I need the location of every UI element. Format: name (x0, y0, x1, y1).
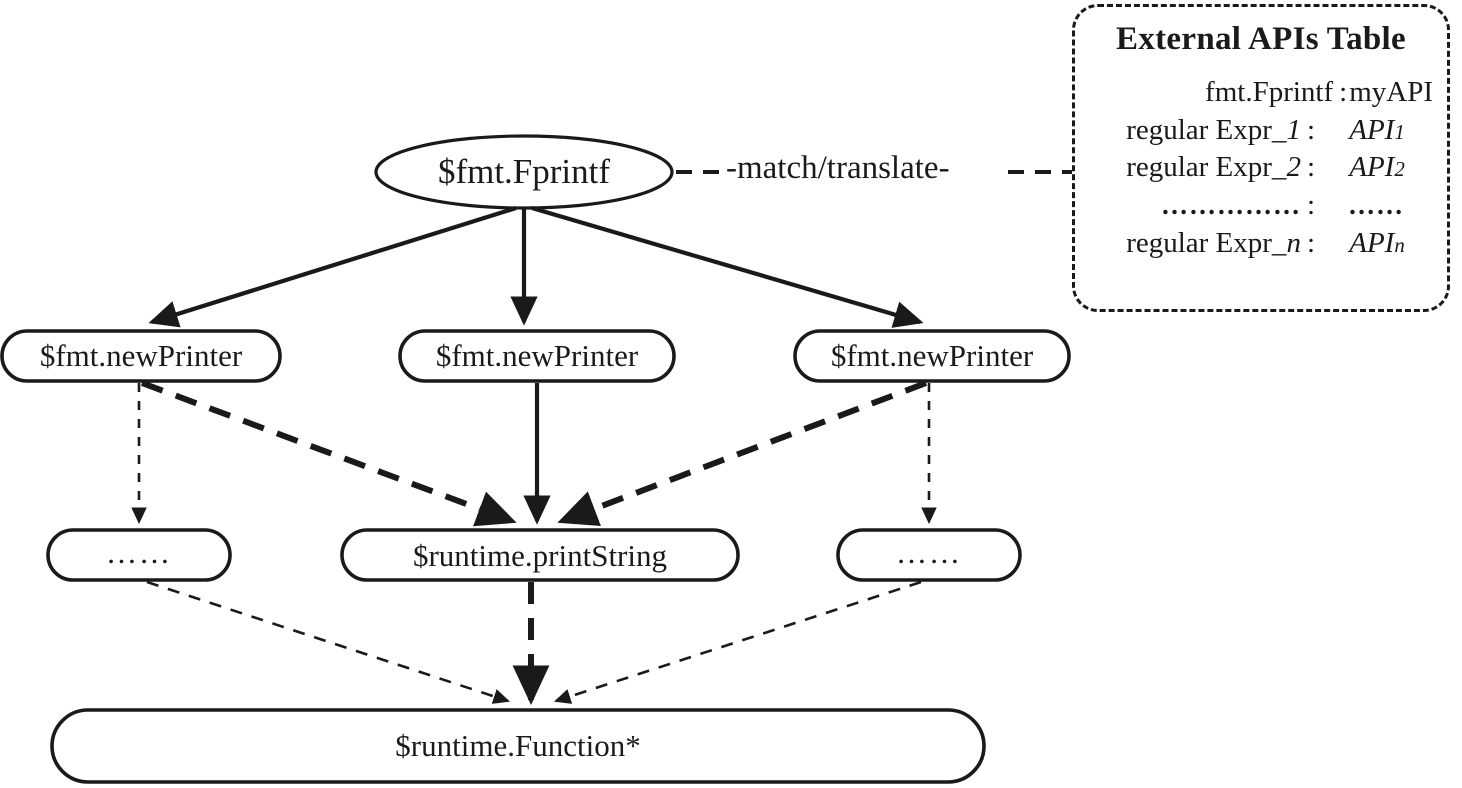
node-dots-left-shape[interactable] (46, 528, 232, 582)
edge-printer-left-to-print-string (140, 380, 517, 527)
api-row-pattern: regular Expr_n (1126, 226, 1301, 259)
api-table-row: regular Expr_n : APIn (1085, 225, 1433, 263)
edge-root-to-printer-right (531, 205, 924, 328)
node-printer-right-shape[interactable] (793, 329, 1071, 383)
edge-label-match-translate: -match/translate- (726, 150, 950, 186)
edge-dots-right-to-function-star (554, 580, 922, 704)
edge-printer-right-to-print-string (557, 380, 928, 526)
api-row-colon: : (1306, 226, 1315, 259)
node-function-star-shape[interactable] (50, 708, 986, 784)
api-row-pattern: regular Expr_1 (1126, 113, 1301, 146)
edge-root-to-printer-left (148, 205, 517, 328)
api-row-api: API1 (1349, 113, 1405, 146)
api-row-api: API2 (1349, 151, 1405, 184)
api-row-api: APIn (1349, 226, 1405, 259)
external-apis-table-rows: fmt.Fprintf : myAPI regular Expr_1 : API… (1075, 74, 1447, 262)
api-row-pattern: …………… (1160, 190, 1301, 221)
node-printer-left-shape[interactable] (0, 329, 282, 383)
external-apis-table: External APIs Table fmt.Fprintf : myAPI … (1072, 4, 1450, 312)
node-fmt-fprintf-shape[interactable] (374, 134, 674, 210)
api-row-colon: : (1339, 76, 1348, 108)
edge-dots-left-to-function-star (146, 580, 510, 704)
api-row-pattern: regular Expr_2 (1126, 151, 1301, 184)
external-apis-table-title: External APIs Table (1116, 21, 1406, 57)
api-row-api: myAPI (1349, 76, 1433, 108)
api-row-api: …… (1349, 190, 1405, 221)
api-row-colon: : (1306, 151, 1315, 184)
api-row-colon: : (1306, 113, 1315, 146)
api-table-row: fmt.Fprintf : myAPI (1085, 74, 1433, 112)
node-printer-center-shape[interactable] (398, 329, 676, 383)
node-print-string-shape[interactable] (340, 528, 740, 582)
api-table-row: regular Expr_1 : API1 (1085, 112, 1433, 150)
api-row-colon: : (1306, 189, 1315, 222)
api-table-row: regular Expr_2 : API2 (1085, 149, 1433, 187)
node-dots-right-shape[interactable] (836, 528, 1022, 582)
api-table-row: …………… : …… (1085, 187, 1433, 225)
api-row-pattern: fmt.Fprintf (1205, 76, 1334, 108)
